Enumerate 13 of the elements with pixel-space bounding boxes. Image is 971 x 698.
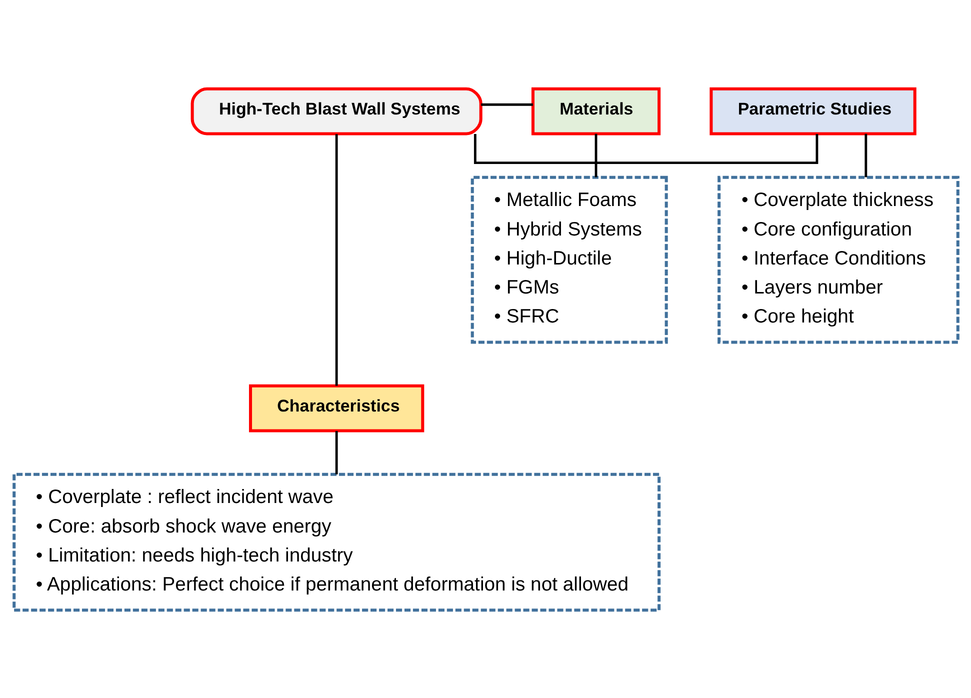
node-box: • Metallic Foams • Hybrid Systems • High-Ductile • FGMs • SFRC [470, 175, 668, 344]
node-box: • Coverplate thickness • Core configuration • Interface Conditions • Layers number • Core height [717, 175, 959, 344]
connector [334, 430, 338, 474]
node-box: High-Tech Blast Wall Systems [190, 86, 482, 135]
connector [473, 134, 818, 164]
node-box: Characteristics [248, 384, 424, 432]
connector [864, 133, 867, 177]
connector [334, 134, 338, 386]
connector [480, 102, 532, 106]
connector [594, 133, 597, 177]
node-box: Parametric Studies [709, 86, 916, 135]
node-box: Materials [530, 86, 660, 135]
node-box: • Coverplate : reflect incident wave • Core: absorb shock wave energy • Limitation: needs high-tech industry • Applications: Perfect choice if permanent deformation is not allowed [12, 472, 660, 612]
